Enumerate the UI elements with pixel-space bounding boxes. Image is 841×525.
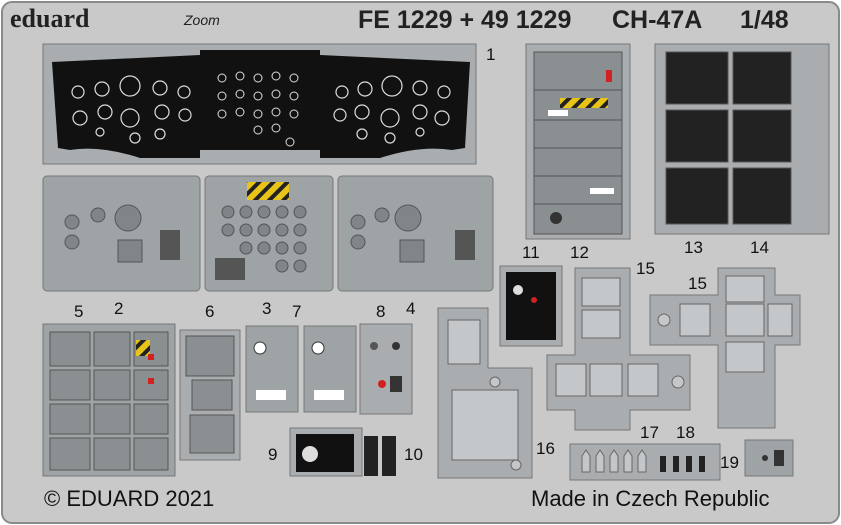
part-number-15a: 15 [636, 259, 655, 278]
part-number-4: 4 [406, 299, 416, 318]
part-number-1: 1 [486, 45, 496, 64]
part-6-panel [179, 329, 241, 461]
part-4-right-panel [337, 175, 494, 292]
part-3-center-panel [204, 175, 334, 292]
part-number-9: 9 [268, 445, 278, 464]
part-8-panel [359, 323, 413, 415]
part-2-left-panel [42, 175, 201, 292]
part-number-16: 16 [536, 439, 555, 458]
brand-logo-text: eduard [10, 4, 90, 33]
part-1-main-instrument-panel [42, 43, 477, 165]
part-number-13: 13 [684, 238, 703, 257]
part-number-19: 19 [720, 453, 739, 472]
zoom-logo: Zoom [184, 12, 220, 28]
part-number-14: 14 [750, 238, 769, 257]
part-number-12: 12 [570, 243, 589, 262]
part-number-3: 3 [262, 299, 272, 318]
part-number-11: 11 [522, 243, 540, 262]
part-14-switch-panels [732, 51, 792, 225]
part-number-2: 2 [114, 299, 124, 318]
part-19-small-panel [744, 439, 794, 477]
part-12-overhead-console [525, 43, 631, 240]
part-15-cross-plate-b [649, 267, 801, 429]
part-11-radio-panel [499, 265, 563, 347]
part-15-cross-plate-a [546, 267, 691, 431]
part-16-floor-plate [437, 307, 533, 479]
part-number-18: 18 [676, 423, 695, 442]
part-number-15b: 15 [688, 274, 707, 293]
part-number-6: 6 [205, 302, 215, 321]
aircraft-model: CH-47A [612, 6, 703, 34]
part-18-knobs [660, 456, 705, 472]
set-title: FE 1229 + 49 1229 [358, 6, 572, 34]
part-number-10: 10 [404, 445, 423, 464]
part-number-8: 8 [376, 302, 386, 321]
part-7-panels [245, 325, 357, 413]
part-9-panel [289, 427, 363, 477]
origin: Made in Czech Republic [531, 486, 770, 511]
part-10-switches [364, 436, 396, 476]
part-number-5: 5 [74, 302, 84, 321]
copyright: © EDUARD 2021 [44, 486, 215, 511]
scale-label: 1/48 [740, 6, 789, 34]
part-5-switch-console [42, 323, 176, 477]
part-number-7: 7 [292, 302, 302, 321]
part-number-17: 17 [640, 423, 659, 442]
part-17-levers [569, 443, 721, 481]
